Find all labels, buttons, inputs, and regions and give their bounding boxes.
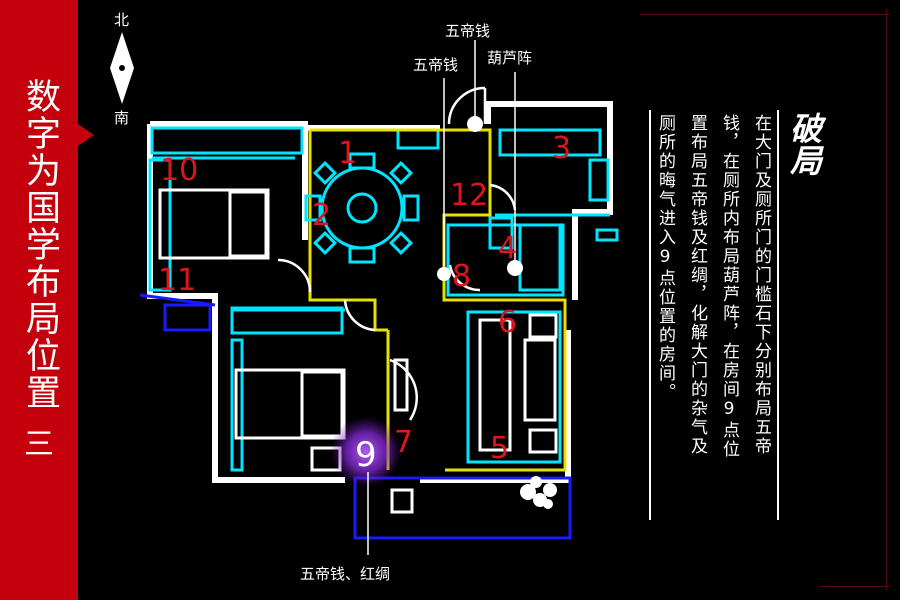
panel-column-2: 钱，在厕所内布局葫芦阵，在房间9点位	[719, 114, 739, 459]
room-number-9: 9	[355, 435, 377, 475]
room-walls	[148, 126, 619, 472]
marker-gourd	[507, 260, 523, 276]
room-number-12: 12	[450, 178, 488, 213]
frame-right-line	[886, 10, 887, 590]
panel-divider-1	[777, 110, 779, 520]
sidebar-arrow	[78, 124, 94, 146]
room-number-11: 11	[158, 263, 196, 298]
sofa-icon	[393, 313, 558, 454]
room-number-10: 10	[160, 153, 198, 188]
compass-needle-icon	[110, 32, 134, 104]
room-numbers: 1 2 3 4 5 6 7 8 10 11 12	[158, 131, 571, 466]
label-left-coin: 五帝钱	[413, 56, 459, 74]
room-number-5: 5	[490, 431, 509, 466]
sidebar: 数字为国学布局位置 三	[0, 0, 94, 600]
compass-south: 南	[114, 109, 129, 127]
dining-table-icon	[304, 152, 420, 264]
compass-north: 北	[114, 11, 129, 29]
panel-column-3: 置布局五帝钱及红绸，化解大门的杂气及	[687, 114, 707, 456]
room-number-4: 4	[498, 231, 517, 266]
sidebar-title: 数字为国学布局位置	[20, 78, 60, 411]
frame-bottom-line	[820, 586, 890, 587]
room-number-2: 2	[312, 198, 331, 233]
sidebar-number: 三	[24, 427, 54, 462]
room-number-3: 3	[552, 131, 571, 166]
panel-column-1: 在大门及厕所门的门槛石下分别布局五帝	[751, 114, 771, 456]
bed-icons	[158, 188, 414, 514]
label-gourd: 葫芦阵	[487, 49, 533, 67]
panel-heading: 破局	[785, 112, 823, 176]
room-number-7: 7	[394, 425, 413, 460]
plant-icon	[520, 476, 557, 509]
room-number-8: 8	[452, 259, 471, 294]
label-top-coin: 五帝钱	[445, 22, 491, 40]
label-bottom: 五帝钱、红绸	[300, 565, 391, 583]
panel-divider-2	[649, 110, 651, 520]
frame-top-line	[640, 14, 890, 15]
leader-lines	[367, 40, 516, 555]
room-number-1: 1	[338, 136, 357, 171]
marker-toilet-coin	[437, 267, 451, 281]
balcony	[139, 293, 572, 540]
marker-door-coin	[467, 116, 483, 132]
room-number-6: 6	[498, 305, 517, 340]
highlight-glow	[330, 416, 402, 488]
panel-column-4: 厕所的晦气进入9点位置的房间。	[655, 114, 675, 402]
